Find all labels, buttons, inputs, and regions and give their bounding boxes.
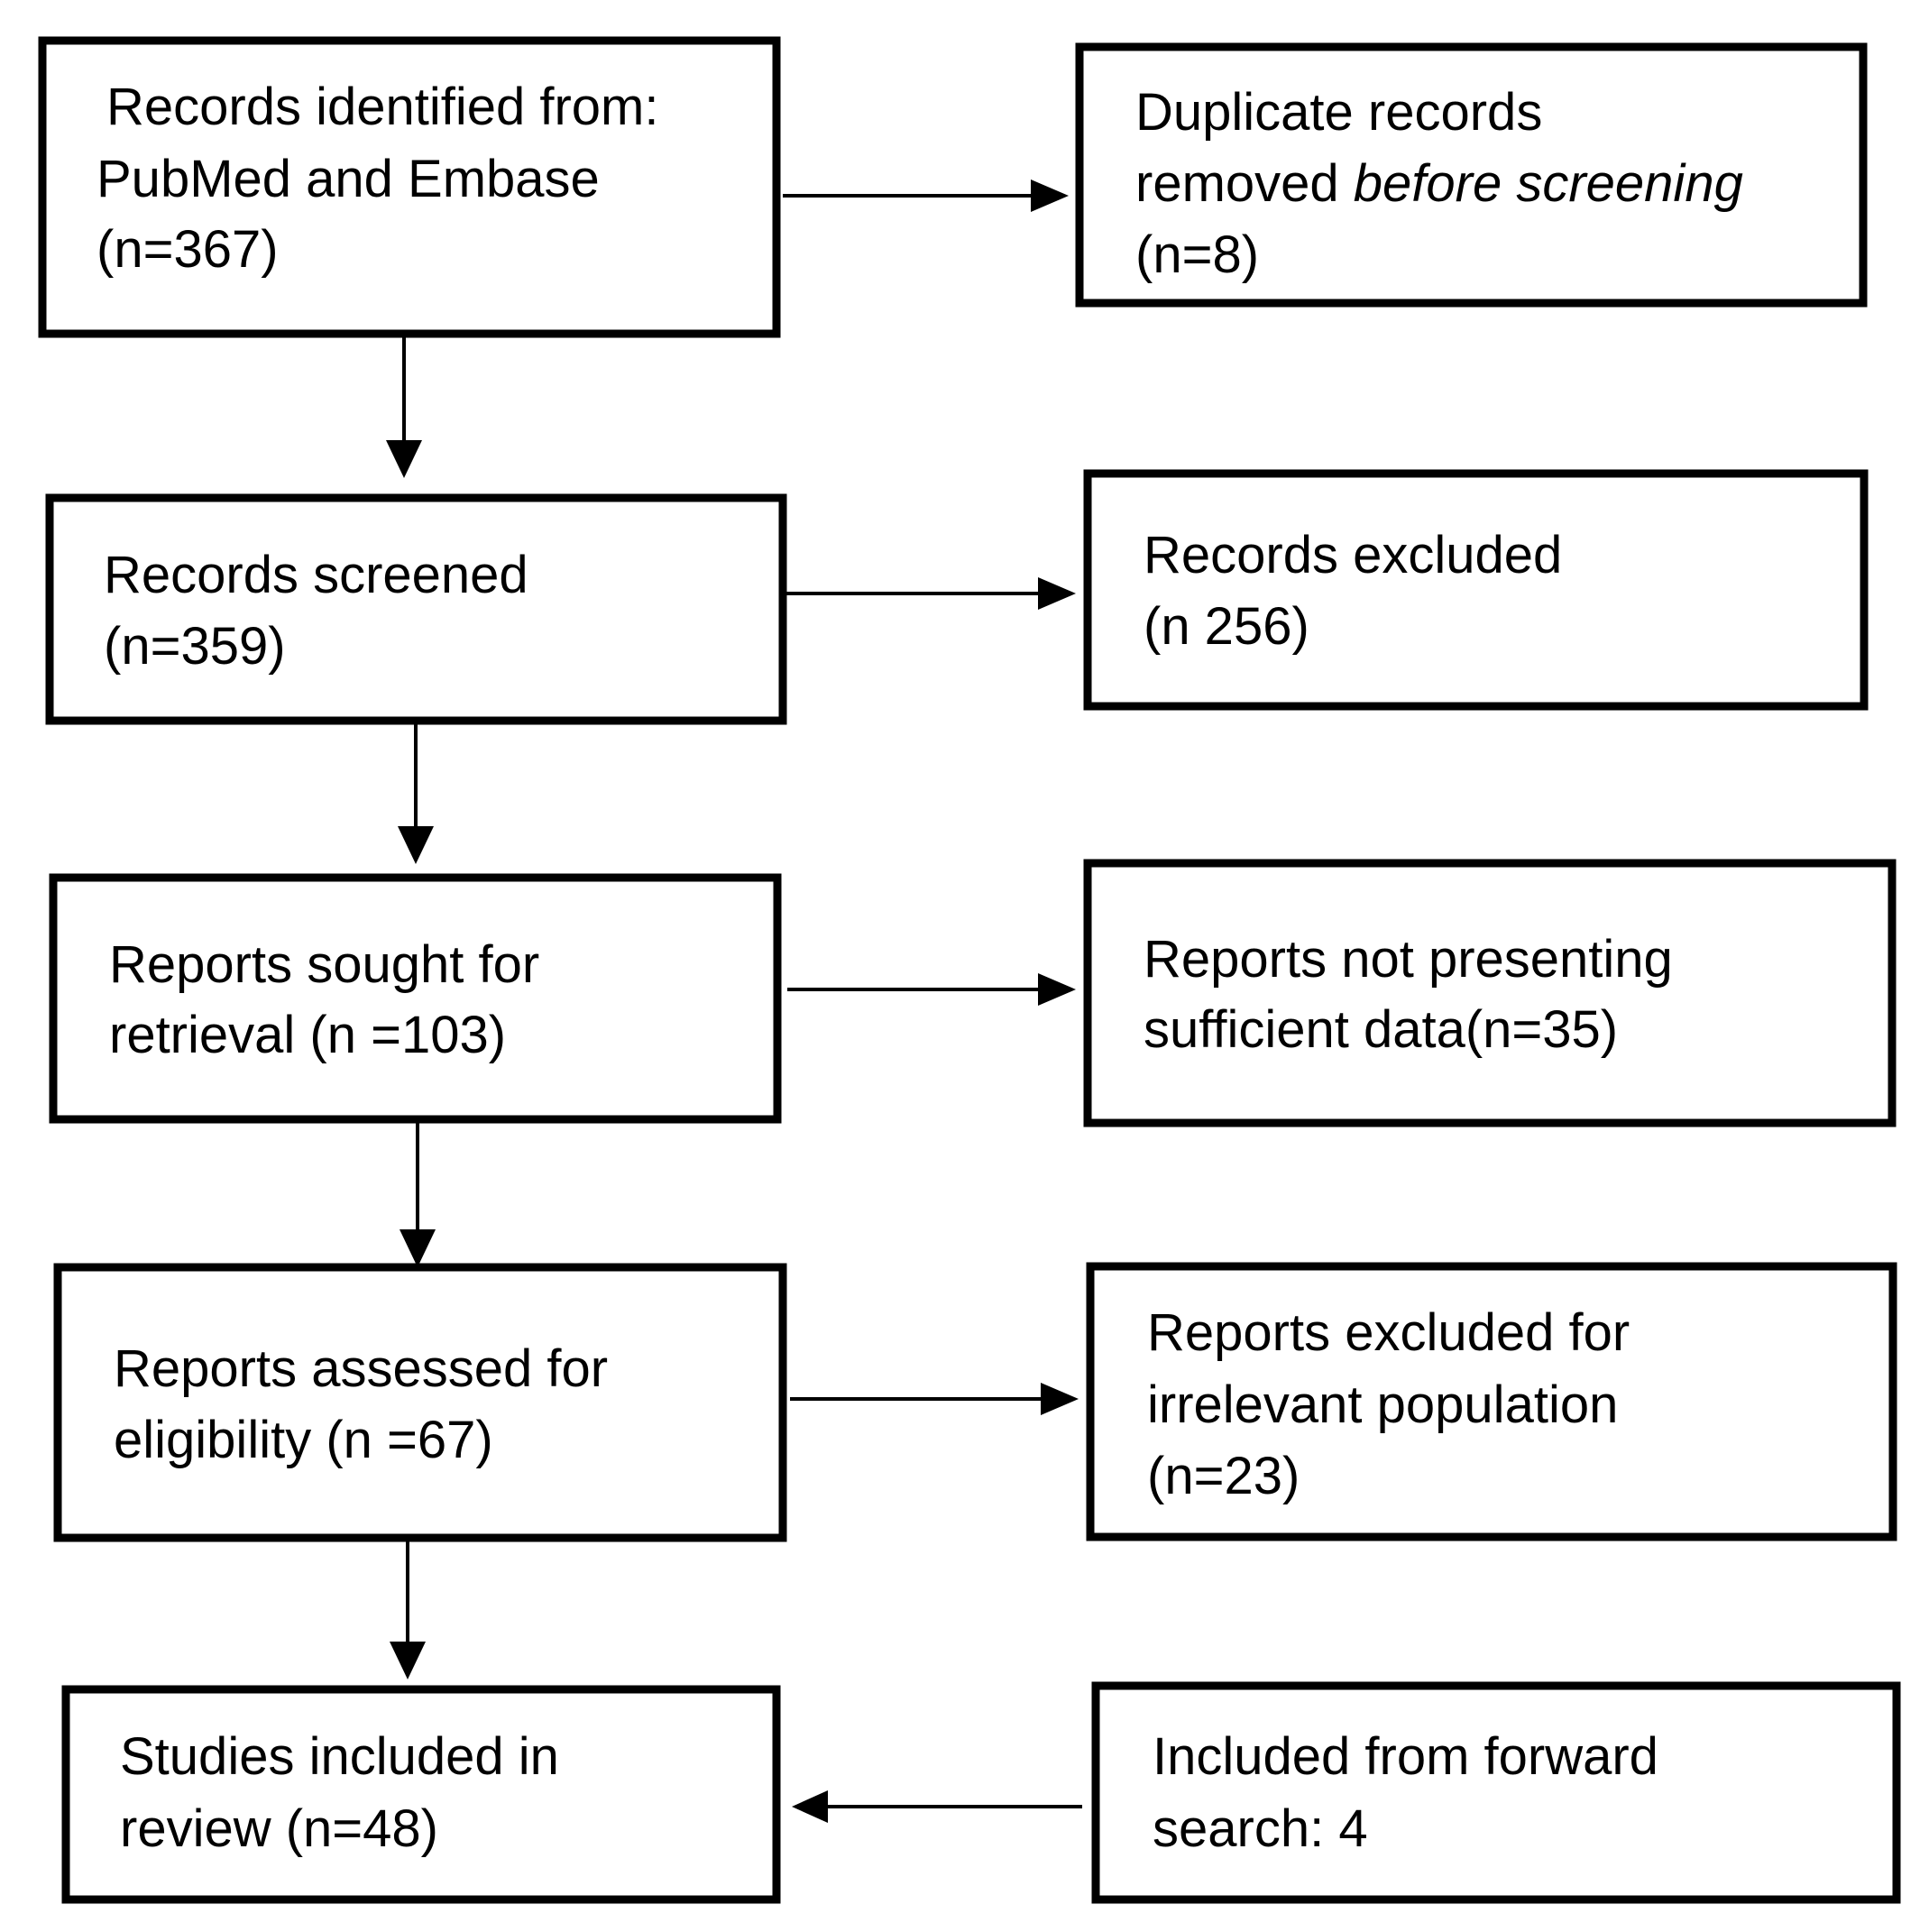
box-reports-insufficient: Reports not presenting sufficient data(n… xyxy=(1083,859,1897,1127)
box-text-line: Records screened xyxy=(104,546,528,604)
arrow-right xyxy=(783,179,1069,212)
box-text-line: sufficient data(n=35) xyxy=(1144,1000,1618,1059)
box-studies-included: Studies included in review (n=48) xyxy=(61,1685,781,1904)
box-text-line: PubMed and Embase xyxy=(96,150,600,208)
box-text-line: irrelevant population xyxy=(1147,1375,1618,1434)
box-text-line: removed before screening xyxy=(1135,154,1743,213)
italic-text-span: before screening xyxy=(1354,154,1743,213)
box-text-line: Duplicate records xyxy=(1135,83,1542,142)
box-text-line: Reports assessed for xyxy=(114,1339,608,1398)
box-duplicates-removed: Duplicate records removed before screeni… xyxy=(1075,42,1868,308)
box-text-line: Included from forward xyxy=(1153,1727,1658,1786)
arrow-left xyxy=(792,1790,1082,1823)
box-records-screened: Records screened (n=359) xyxy=(45,493,787,725)
box-records-excluded: Records excluded (n 256) xyxy=(1083,469,1869,711)
box-text-line: Reports not presenting xyxy=(1144,930,1673,989)
box-text-line: retrieval (n =103) xyxy=(109,1006,506,1064)
arrow-down xyxy=(398,721,434,864)
box-forward-search: Included from forward search: 4 xyxy=(1091,1681,1901,1904)
box-text-line: Records excluded xyxy=(1144,526,1562,584)
box-text-line: (n=367) xyxy=(96,220,279,279)
box-text-line: (n=359) xyxy=(104,617,286,676)
box-reports-assessed: Reports assessed for eligibility (n =67) xyxy=(53,1263,787,1542)
box-reports-sought: Reports sought for retrieval (n =103) xyxy=(49,873,782,1124)
arrow-down xyxy=(386,334,422,478)
box-text-line: (n=8) xyxy=(1135,225,1259,284)
box-text-line: search: 4 xyxy=(1153,1799,1368,1858)
box-records-identified: Records identified from: PubMed and Emba… xyxy=(38,36,781,338)
box-text-line: Studies included in xyxy=(120,1727,559,1786)
arrow-down xyxy=(390,1538,426,1679)
text-span: removed xyxy=(1135,154,1354,213)
box-text-line: Reports excluded for xyxy=(1147,1303,1630,1362)
box-text-line: eligibility (n =67) xyxy=(114,1411,493,1469)
arrow-right xyxy=(787,973,1076,1006)
arrow-down xyxy=(400,1119,436,1267)
box-text-line: Reports sought for xyxy=(109,935,539,994)
arrow-right xyxy=(786,577,1076,610)
box-text-line: Records identified from: xyxy=(106,78,658,136)
arrow-right xyxy=(790,1383,1079,1415)
box-text-line: review (n=48) xyxy=(120,1799,438,1858)
box-text-line: (n 256) xyxy=(1144,597,1309,656)
box-reports-irrelevant: Reports excluded for irrelevant populati… xyxy=(1086,1262,1897,1541)
box-text-line: (n=23) xyxy=(1147,1447,1300,1505)
